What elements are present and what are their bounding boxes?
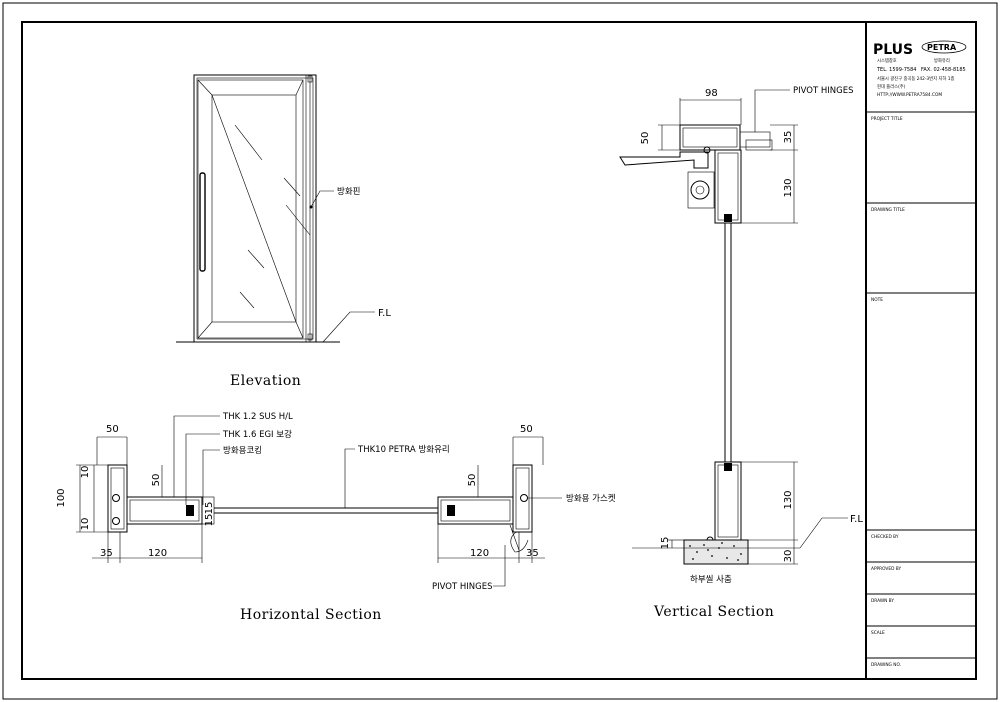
dim-top-r: 35 [783, 131, 794, 144]
top-rail [714, 149, 742, 224]
dim-right-top: 50 [520, 424, 533, 435]
url-text: HTTP://WWW.PETRA7584.COM [877, 92, 942, 98]
dim-height-a: 10 [80, 466, 91, 479]
dim-bot-gap: 15 [660, 537, 671, 550]
brand-plus-logo: PLUS [873, 42, 913, 58]
company-text: 현대 플러스(주) [877, 83, 906, 90]
door-leaf [197, 79, 304, 339]
dim-bot-frame: 130 [783, 490, 794, 509]
callout-egi: THK 1.6 EGI 보강 [222, 429, 292, 440]
tel-text: TEL. 1599-7584 [876, 67, 916, 73]
pivot-hinge-arc [510, 531, 529, 553]
glass-panel [211, 94, 297, 323]
dim-top-h: 50 [640, 132, 651, 145]
bottom-rail [714, 461, 742, 541]
dim-gap2: 15 [204, 514, 215, 527]
dim-left-w2: 120 [148, 548, 167, 559]
note-label: NOTE [871, 297, 883, 303]
horizontal-section-view: 50 100 10 10 50 35 120 15 15 50 50 120 3… [56, 412, 616, 623]
dim-height-b: 10 [80, 518, 91, 531]
dim-gap1: 15 [204, 502, 215, 515]
elevation-view: F.L 방화핀 Elevation [176, 74, 391, 389]
brand-petra-logo: PETRA [927, 43, 957, 52]
approved-by-label: APPROVED BY [871, 566, 901, 572]
pivot-arm [619, 151, 709, 169]
inner-border [21, 21, 977, 680]
title-block: PLUS 시스템창호 PETRA 방화유리 TEL. 1599-7584 FAX… [865, 22, 976, 679]
door-frame-outer [193, 74, 317, 343]
vertical-fl-label: F.L [850, 514, 863, 525]
dim-left-inner: 50 [151, 474, 162, 487]
dim-left-top: 50 [106, 424, 119, 435]
callout-pivot-horizontal: PIVOT HINGES [432, 582, 493, 592]
vertical-section-view: 98 50 35 130 130 30 15 PIVOT HINGES F.L … [619, 86, 863, 620]
callout-coating: 방화용코킹 [223, 445, 262, 456]
dim-right-w1: 120 [470, 548, 489, 559]
dim-height-total: 100 [56, 488, 67, 507]
dim-top-frame: 130 [783, 178, 794, 197]
dim-top-w: 98 [705, 88, 718, 99]
head-frame [679, 124, 741, 151]
dim-right-w2: 35 [526, 548, 539, 559]
scale-label: SCALE [871, 630, 885, 636]
project-title-label: PROJECT TITLE [871, 116, 903, 122]
petra-logo-oval [921, 40, 967, 54]
fire-pin-callout: 방화핀 [337, 186, 360, 197]
right-jamb [512, 464, 533, 533]
pivot-closer [690, 180, 710, 200]
brand-plus-sub: 시스템창호 [877, 57, 897, 64]
dim-right-inner: 50 [467, 474, 478, 487]
callout-sill: 하부씰 사춤 [690, 574, 732, 585]
drawn-by-label: DRAWN BY [871, 598, 894, 604]
elevation-title: Elevation [230, 373, 301, 389]
callout-sus: THK 1.2 SUS H/L [222, 412, 293, 422]
drawing-title-label: DRAWING TITLE [871, 207, 905, 213]
vertical-section-title: Vertical Section [653, 604, 774, 620]
callout-pivot-vertical: PIVOT HINGES [793, 86, 854, 96]
elevation-fl-label: F.L [378, 308, 391, 319]
brand-petra-sub: 방화유리 [934, 57, 950, 64]
horizontal-section-title: Horizontal Section [240, 607, 382, 623]
callout-gasket: 방화용 가스켓 [566, 493, 616, 504]
drawing-no-label: DRAWING NO. [871, 662, 901, 668]
fax-text: FAX. 02-458-8185 [921, 67, 966, 73]
checked-by-label: CHECKED BY [871, 534, 899, 540]
callout-glass: THK10 PETRA 방화유리 [357, 444, 450, 455]
dim-left-w1: 35 [100, 548, 113, 559]
dim-bot-floor: 30 [783, 550, 794, 563]
address-text: 서울시 광진구 중곡동 242-3번지 지하 1층 [877, 75, 954, 82]
door-pull-handle [199, 172, 206, 272]
